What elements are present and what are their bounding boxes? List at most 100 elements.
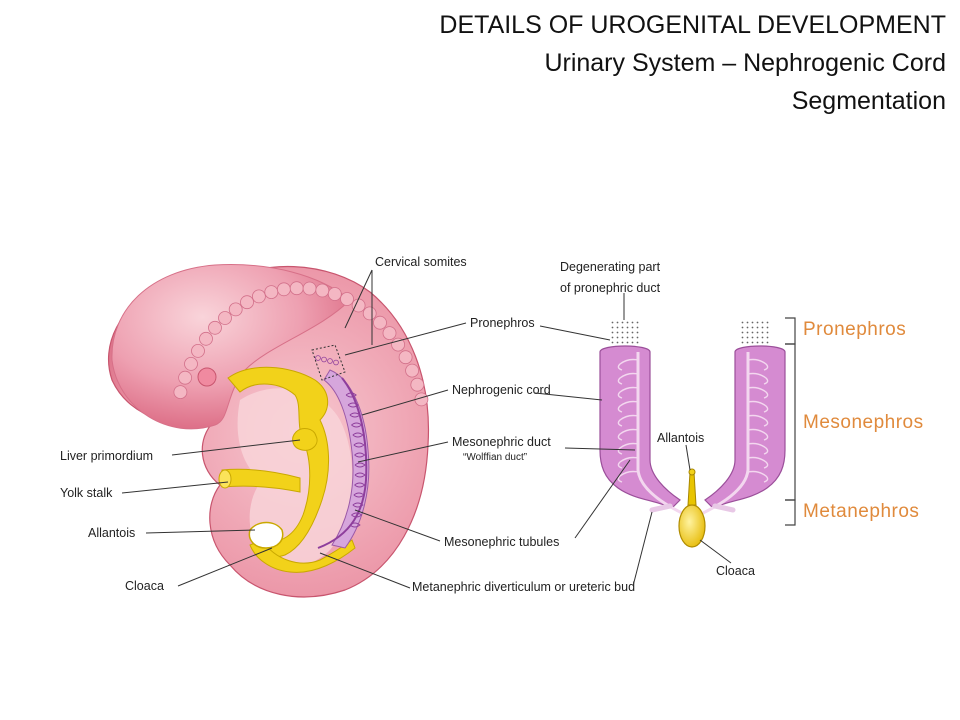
stage-bracket: [785, 317, 796, 526]
tubule-loop: [351, 512, 363, 518]
somite: [351, 298, 366, 313]
duct-tubule-left: [617, 400, 639, 413]
duct-tubule-right: [747, 358, 769, 371]
tubule-loop: [353, 442, 365, 448]
yolk-stalk-tube: [221, 468, 301, 493]
pronephros-loop: [333, 359, 339, 366]
somite: [191, 343, 205, 358]
title-line-2: Urinary System – Nephrogenic Cord: [544, 49, 946, 77]
somite: [276, 282, 291, 297]
duct-tubule-right: [747, 372, 769, 385]
title-line-1: DETAILS OF UROGENITAL DEVELOPMENT: [439, 11, 946, 39]
somite: [264, 285, 279, 300]
somite: [228, 302, 243, 317]
duct-tubule-left: [617, 428, 639, 441]
duct-tubule-right: [747, 428, 769, 441]
optic-vesicle: [197, 367, 217, 387]
somite: [173, 385, 188, 400]
somite: [240, 295, 254, 310]
somite: [398, 350, 413, 365]
duct-tubule-left: [617, 414, 639, 427]
somite: [405, 363, 420, 378]
mesonephros-left: [599, 345, 681, 509]
tubule-loop: [354, 472, 366, 478]
stage-metanephros: Metanephros: [803, 501, 919, 522]
duct-tubule-left: [617, 456, 639, 469]
duct-tubule-right: [747, 442, 769, 455]
label-wolffian-duct: “Wolffian duct”: [463, 452, 527, 463]
label-cloaca: Cloaca: [125, 579, 164, 593]
somite: [302, 281, 317, 296]
somite: [208, 320, 222, 335]
duct-diagram: [599, 320, 786, 548]
duct-tubule-left: [617, 358, 639, 371]
yolk-stalk-end: [218, 469, 232, 489]
somite: [218, 311, 232, 325]
embryo-leaders: [121, 269, 467, 589]
embryo-illustration: [108, 264, 430, 598]
label-mesonephric-tubules: Mesonephric tubules: [444, 535, 559, 549]
somites: [173, 281, 429, 407]
tubule-loop: [345, 392, 357, 398]
pronephros-loop: [327, 358, 333, 364]
title-block: DETAILS OF UROGENITAL DEVELOPMENT Urinar…: [439, 6, 946, 120]
label-liver-primordium: Liver primordium: [60, 449, 153, 463]
somite: [289, 281, 304, 296]
stage-pronephros: Pronephros: [803, 319, 906, 340]
embryo-head: [111, 264, 351, 430]
degenerating-cap-left: [611, 320, 639, 346]
tubule-loop: [352, 502, 364, 508]
label-degenerating-2: of pronephric duct: [560, 281, 661, 295]
duct-right: [698, 352, 750, 517]
ureteric-bud-left: [649, 503, 673, 513]
label-nephrogenic-cord: Nephrogenic cord: [452, 383, 551, 397]
somite: [362, 306, 377, 321]
title-line-3: Segmentation: [791, 87, 946, 115]
duct-tubule-right: [747, 400, 769, 413]
duct-tubule-right: [747, 470, 769, 483]
label-metanephric-diverticulum: Metanephric diverticulum or ureteric bud: [412, 580, 635, 594]
duct-tubule-right: [747, 414, 769, 427]
label-degenerating-1: Degenerating part: [560, 260, 661, 274]
stage-mesonephros: Mesonephros: [803, 412, 924, 433]
somite: [410, 377, 425, 392]
mesonephros-right: [704, 345, 786, 509]
somite: [199, 331, 213, 346]
allantois-pocket: [248, 521, 284, 549]
label-mesonephric-duct: Mesonephric duct: [452, 435, 551, 449]
cloaca-region: [249, 539, 356, 573]
tubule-loop: [354, 452, 366, 458]
degenerating-cap-right: [741, 320, 769, 346]
duct-tubules: [617, 358, 769, 483]
duct-tubule-right: [747, 456, 769, 469]
somite: [382, 326, 397, 341]
allantois-stalk: [687, 471, 697, 506]
somite: [184, 356, 198, 371]
duct-leaders: [534, 293, 732, 587]
ureteric-bud-right: [712, 503, 736, 513]
pronephros-loops: [315, 355, 339, 366]
tubule-loop: [354, 462, 366, 468]
tubule-loop: [352, 432, 364, 438]
cloaca-shape: [678, 504, 706, 548]
duct-tubule-left: [617, 470, 639, 483]
somite: [315, 283, 330, 298]
label-cervical-somites: Cervical somites: [375, 255, 467, 269]
tubule-loop: [347, 402, 359, 408]
label-allantois: Allantois: [88, 526, 135, 540]
pronephros-dotted: [311, 344, 346, 381]
liver-primordium-shape: [292, 428, 318, 451]
duct-tubule-left: [617, 442, 639, 455]
somite: [178, 370, 193, 385]
mesonephric-duct: [317, 377, 368, 549]
allantois-tip: [688, 468, 696, 476]
pronephros-loop: [321, 356, 327, 363]
label-yolk-stalk: Yolk stalk: [60, 486, 113, 500]
somite: [327, 287, 342, 301]
label-duct-cloaca: Cloaca: [716, 564, 755, 578]
duct-tubule-right: [747, 386, 769, 399]
somite: [251, 289, 266, 304]
somite: [340, 292, 354, 306]
duct-tubule-left: [617, 372, 639, 385]
duct-left: [636, 352, 687, 517]
